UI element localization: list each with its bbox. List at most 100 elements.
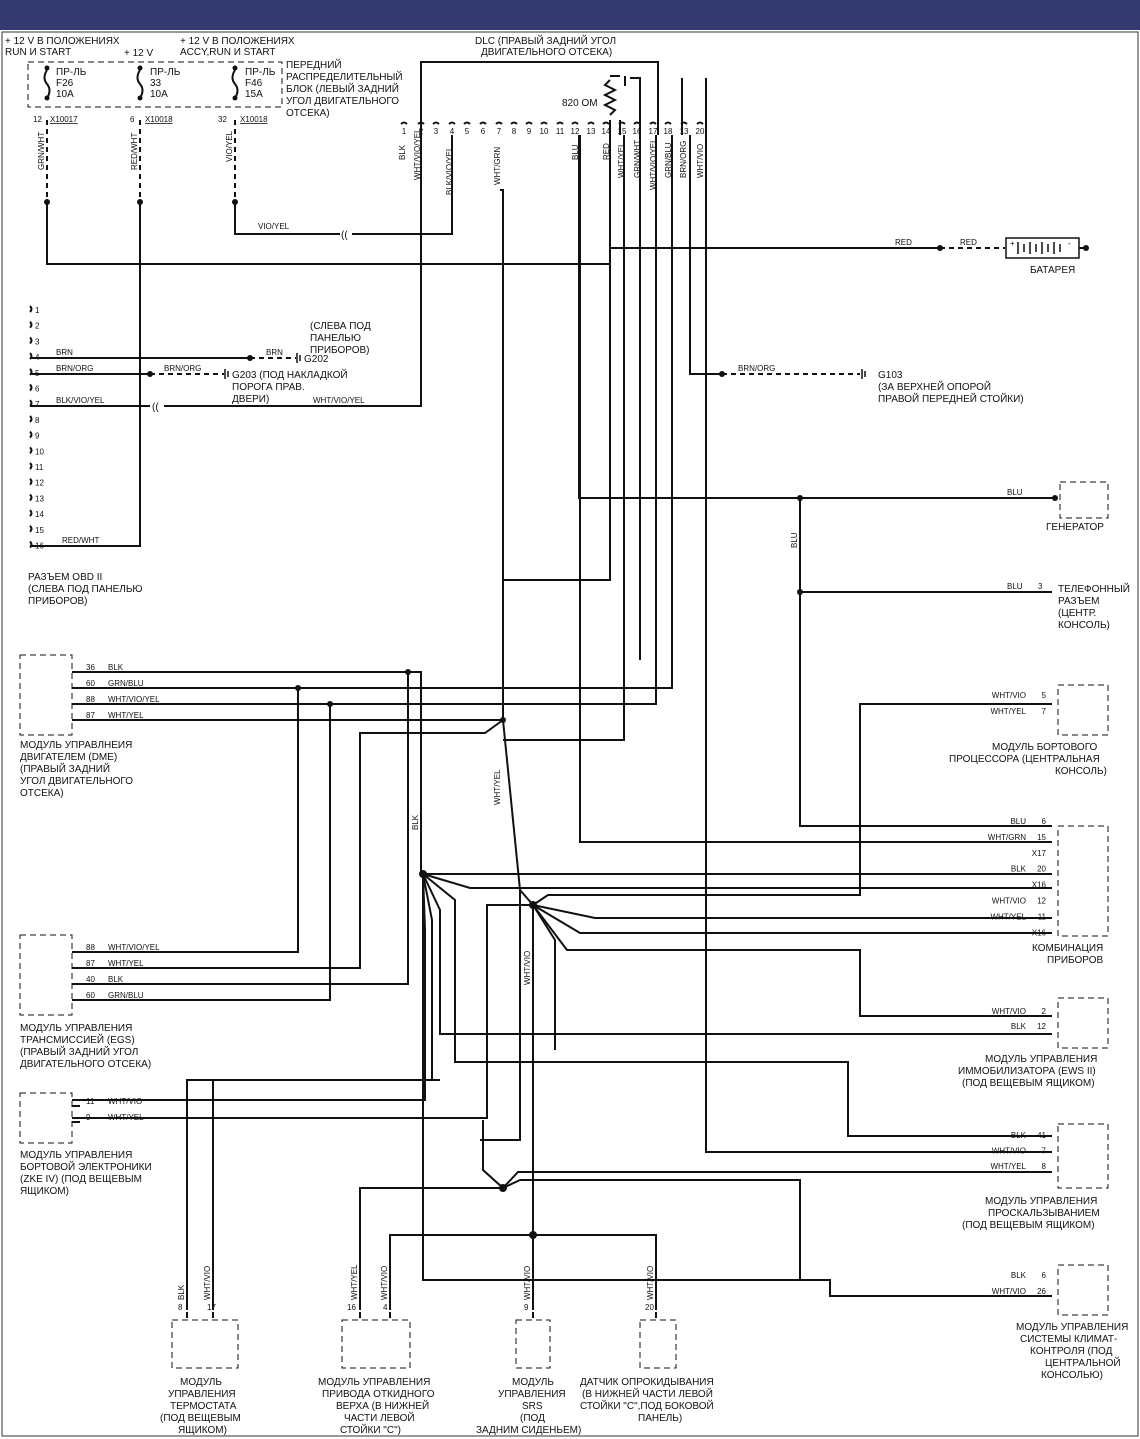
roof-wire-2: WHT/VIO	[380, 1266, 389, 1300]
cluster-wire: WHT/YEL	[990, 912, 1026, 921]
ground-g103: BRN/ORG G103 (ЗА ВЕРХНЕЙ ОПОРОЙ ПРАВОЙ П…	[689, 135, 1024, 405]
obd-pin-number: 14	[35, 510, 44, 519]
cluster-pin: 15	[1037, 833, 1046, 842]
roll-label-2: (В НИЖНЕЙ ЧАСТИ ЛЕВОЙ	[582, 1387, 713, 1400]
obc-pin: 5	[1042, 691, 1047, 700]
dme-wire: GRN/BLU	[108, 679, 144, 688]
asc-wire: WHT/YEL	[990, 1162, 1026, 1171]
fuse-f26-l3: 10A	[56, 89, 74, 100]
f26-supply-label-2: RUN И START	[5, 47, 71, 58]
fuse-f46-l3: 15A	[245, 89, 263, 100]
resistor-icon	[602, 79, 618, 116]
zke-label-2: БОРТОВОЙ ЭЛЕКТРОНИКИ	[20, 1160, 152, 1173]
g202-wire: BRN	[266, 348, 283, 357]
fuse-section: + 12 V В ПОЛОЖЕНИЯХ RUN И START + 12 V +…	[5, 36, 403, 170]
cluster-module: 6BLU15WHT/GRNX1720BLKX1612WHT/VIO11WHT/Y…	[988, 817, 1109, 966]
obd-pin-hook	[29, 305, 33, 313]
obd-wire-4: BRN	[56, 348, 73, 357]
roll-wire-1: WHT/VIO	[646, 1266, 655, 1300]
fuse-f26-l2: F26	[56, 78, 74, 89]
roof-label-3: ВЕРХА (В НИЖНЕЙ	[336, 1399, 429, 1412]
ihka-label-5: КОНСОЛЬЮ)	[1041, 1370, 1103, 1381]
asc-label-2: ПРОСКАЛЬЗЫВАНИЕМ	[988, 1208, 1100, 1219]
top-bar	[0, 0, 1140, 30]
dlc-pin-number: 9	[527, 127, 532, 136]
g202-label: G202	[304, 354, 329, 365]
roll-label-3: СТОЙКИ "C",ПОД БОКОВОЙ	[580, 1399, 714, 1412]
obd-pin-number: 9	[35, 432, 40, 441]
cluster-pin: 6	[1042, 817, 1047, 826]
obd-pin-hook	[29, 493, 33, 502]
dlc-wire-14: RED	[602, 143, 611, 160]
dlc-wire-19: BRN/ORG	[679, 141, 688, 178]
phone-pin: 3	[1038, 582, 1043, 591]
roll-label-4: ПАНЕЛЬ)	[638, 1413, 682, 1424]
fuse-f33-icon	[136, 65, 144, 101]
dlc-pin-number: 10	[540, 127, 549, 136]
obc-wire: WHT/YEL	[990, 707, 1026, 716]
dme-label-5: ОТСЕКА)	[20, 788, 64, 799]
wire-red-wht: RED/WHT	[130, 133, 139, 170]
dlc-pin-number: 3	[434, 127, 439, 136]
dlc-pin-number: 5	[465, 127, 470, 136]
dme-pin: 87	[86, 711, 95, 720]
dlc-pin-number: 11	[556, 127, 565, 136]
generator-label: ГЕНЕРАТОР	[1046, 522, 1104, 533]
dme-label-1: МОДУЛЬ УПРАВЛНЕИЯ	[20, 740, 132, 751]
srs-pin-1: 9	[524, 1303, 529, 1312]
dlc-wire-12: BLU	[571, 144, 580, 160]
cluster-pin: 11	[1038, 912, 1047, 921]
dlc-pin-hook	[649, 121, 657, 125]
phone-label-3: (ЦЕНТР.	[1058, 608, 1096, 619]
obd-pin-number: 3	[35, 337, 40, 346]
wire-vio-yel: VIO/YEL	[225, 130, 234, 162]
fuse-f26-pin: 12	[33, 115, 42, 124]
dlc-pin-hook	[540, 121, 548, 125]
obd-pin-hook	[29, 525, 33, 533]
therm-pin-2: 17	[207, 1303, 216, 1312]
dme-pin: 60	[86, 679, 95, 688]
dlc-pin-hook	[432, 121, 440, 125]
dme-label-2: ДВИГАТЕЛЕМ (DME)	[20, 752, 117, 763]
center-wiring: BLK WHT/YEL WHT/VIO	[72, 135, 1052, 1310]
fuse-f46-l1: ПР-ЛЬ	[245, 67, 276, 78]
cluster-wire: WHT/GRN	[988, 833, 1026, 842]
zke-wire: WHT/VIO	[108, 1097, 142, 1106]
vert-wht-yel-label: WHT/YEL	[493, 769, 502, 805]
g203-label-2: ПОРОГА ПРАВ.	[232, 382, 305, 393]
front-dist-block-l3: БЛОК (ЛЕВЫЙ ЗАДНИЙ	[286, 82, 399, 95]
zke-label-3: (ZKE IV) (ПОД ВЕЩЕВЫМ	[20, 1174, 142, 1185]
dme-label-4: УГОЛ ДВИГАТЕЛЬНОГО	[20, 776, 133, 787]
g202-note-2: ПАНЕЛЬЮ	[310, 333, 361, 344]
dlc-title-1: DLC (ПРАВЫЙ ЗАДНИЙ УГОЛ	[475, 34, 616, 47]
obd-pin-number: 10	[35, 447, 44, 456]
roof-label-4: ЧАСТИ ЛЕВОЙ	[344, 1411, 415, 1424]
g202-note-1: (СЛЕВА ПОД	[310, 321, 371, 332]
asc-pin: 8	[1042, 1162, 1047, 1171]
fuse-f33-conn: X10018	[145, 115, 173, 124]
svg-text:-: -	[1068, 239, 1071, 248]
ews-pin: 2	[1042, 1007, 1047, 1016]
vio-yel-run-label: VIO/YEL	[258, 222, 290, 231]
dlc-wire-1: BLK	[398, 144, 407, 160]
roll-label-1: ДАТЧИК ОПРОКИДЫВАНИЯ	[580, 1377, 714, 1388]
bottom-modules: BLK WHT/VIO 8 17 МОДУЛЬ УПРАВЛЕНИЯ ТЕРМО…	[160, 1264, 714, 1436]
g203-label-3: ДВЕРИ)	[232, 394, 269, 405]
asc-pin: 41	[1037, 1131, 1046, 1140]
generator-wire: BLU	[1007, 488, 1023, 497]
g103-wire: BRN/ORG	[738, 364, 775, 373]
obd-pin-number: 15	[35, 526, 44, 535]
dlc-wire-15: WHT/YEL	[617, 142, 626, 178]
roof-label-2: ПРИВОДА ОТКИДНОГО	[322, 1389, 435, 1400]
phone-label-4: КОНСОЛЬ)	[1058, 620, 1110, 631]
obc-label-2: ПРОЦЕССОРА (ЦЕНТРАЛЬНАЯ	[949, 754, 1100, 765]
cluster-wire: WHT/VIO	[992, 897, 1026, 906]
dlc-pin-number: 8	[512, 127, 517, 136]
svg-text:((: ((	[341, 230, 348, 241]
obd-pin-hook	[29, 320, 33, 329]
cluster-label-1: КОМБИНАЦИЯ	[1032, 943, 1103, 954]
